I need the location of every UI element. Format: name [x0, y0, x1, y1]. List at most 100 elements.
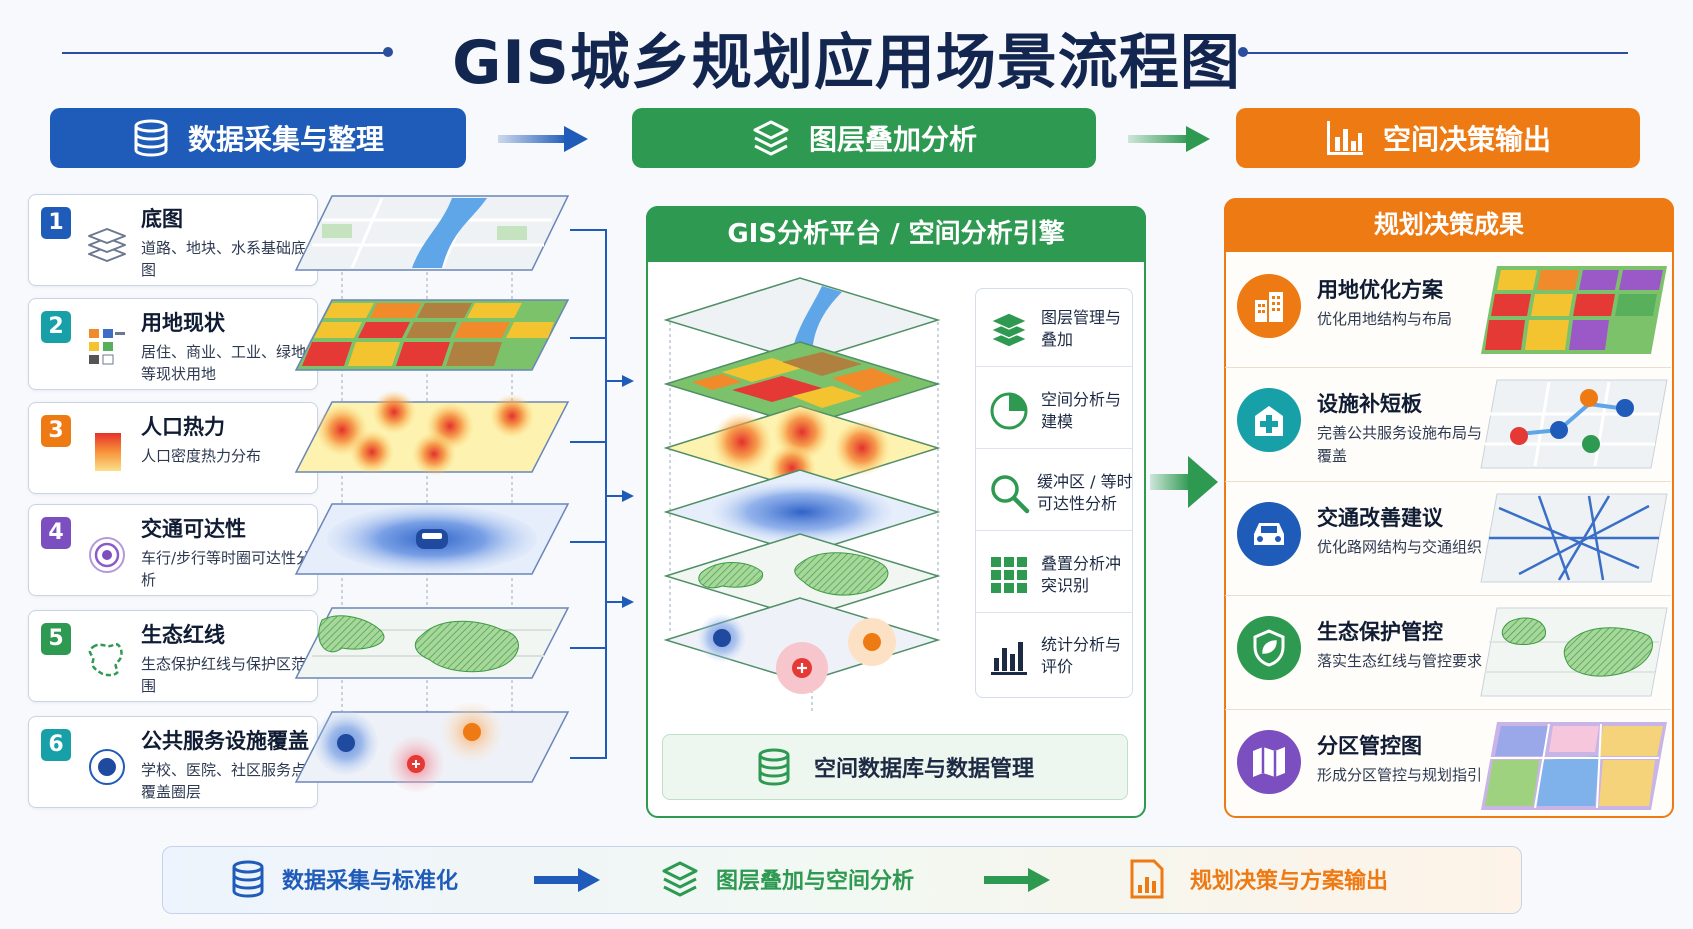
database-icon [134, 119, 168, 157]
layer-desc: 学校、医院、社区服务点覆盖圈层 [141, 761, 307, 801]
land-use-thumbnail [1481, 266, 1667, 354]
layer-number: 1 [41, 207, 71, 239]
bar-chart-icon [1326, 121, 1363, 155]
arrow-right-icon [1128, 126, 1210, 152]
stage-label: 数据采集与整理 [187, 123, 384, 156]
layer-card-eco-redline: 5 生态红线 生态保护红线与保护区范围 [28, 610, 318, 702]
layer-desc: 生态保护红线与保护区范围 [141, 655, 307, 695]
stage-data-collection: 数据采集与整理 [50, 108, 466, 168]
arrow-right-icon [498, 126, 588, 152]
building-icon [1237, 274, 1301, 338]
result-land-optimization: 用地优化方案 优化用地结构与布局 [1225, 254, 1671, 368]
magnifier-icon [991, 475, 1030, 514]
layer-title: 公共服务设施覆盖 [141, 729, 309, 753]
stage-label: 空间决策输出 [1382, 123, 1551, 156]
layer-card-land-use: 2 用地现状 居住、商业、工业、绿地等现状用地 [28, 298, 318, 390]
tool-buffer-analysis[interactable]: 缓冲区 / 等时可达性分析 [975, 456, 1133, 531]
database-icon [232, 860, 264, 898]
eco-thumbnail [1480, 607, 1668, 697]
result-desc: 优化路网结构与交通组织 [1317, 538, 1483, 556]
flow-step-label: 数据采集与标准化 [282, 869, 459, 894]
report-icon [1130, 859, 1164, 899]
result-title: 分区管控图 [1317, 734, 1422, 758]
result-desc: 完善公共服务设施布局与覆盖 [1317, 424, 1483, 465]
flow-step-data: 数据采集与标准化 [230, 859, 458, 899]
layer-card-basemap: 1 底图 道路、地块、水系基础底图 [28, 194, 318, 286]
tool-layer-management[interactable]: 图层管理与叠加 [975, 292, 1133, 367]
layer-card-public-service: 6 公共服务设施覆盖 学校、医院、社区服务点覆盖圈层 [28, 716, 318, 808]
result-title: 生态保护管控 [1317, 620, 1443, 644]
layer-map-stack [294, 195, 570, 792]
layers-icon [990, 312, 1028, 348]
layers-icon [662, 861, 698, 897]
arrow-right-icon [1150, 456, 1218, 508]
heat-gradient-icon [95, 433, 121, 471]
analysis-tools-box [975, 288, 1133, 698]
layer-number: 6 [41, 729, 71, 761]
layer-title: 交通可达性 [141, 517, 246, 541]
shield-leaf-icon [1237, 616, 1301, 680]
database-label: 空间数据库与数据管理 [813, 757, 1034, 782]
layer-title: 生态红线 [141, 623, 225, 647]
layer-title: 用地现状 [141, 311, 225, 335]
flow-step-analysis: 图层叠加与空间分析 [660, 859, 914, 899]
stage-decision-output: 空间决策输出 [1236, 108, 1640, 168]
result-desc: 落实生态红线与管控要求 [1317, 652, 1483, 670]
flow-step-output: 规划决策与方案输出 [1128, 859, 1388, 899]
center-layer-stack [663, 277, 941, 712]
layer-number: 3 [41, 415, 71, 447]
title-rule-left-dot [383, 47, 393, 57]
target-icon [89, 537, 125, 573]
tool-label: 叠置分析冲突识别 [1041, 554, 1122, 595]
tool-overlay-conflict[interactable]: 叠置分析冲突识别 [975, 538, 1133, 613]
layer-number: 5 [41, 623, 71, 655]
eco-boundary-icon [88, 642, 123, 677]
title-rule-right [1244, 52, 1628, 54]
result-zoning-map: 分区管控图 形成分区管控与规划指引 [1225, 710, 1671, 824]
result-title: 用地优化方案 [1317, 278, 1443, 302]
flow-step-label: 图层叠加与空间分析 [716, 869, 915, 894]
map-icon [1237, 730, 1301, 794]
road-network-thumbnail [1480, 493, 1668, 583]
zoning-thumbnail [1481, 722, 1667, 810]
result-traffic-improvement: 交通改善建议 优化路网结构与交通组织 [1225, 482, 1671, 596]
result-desc: 优化用地结构与布局 [1317, 310, 1453, 328]
bottom-flow-bar [162, 846, 1522, 914]
grid-icon [991, 557, 1027, 593]
layer-card-population-heat: 3 人口热力 人口密度热力分布 [28, 402, 318, 494]
layer-title: 底图 [141, 207, 183, 231]
pie-chart-icon [990, 392, 1028, 430]
tool-statistics[interactable]: 统计分析与评价 [975, 618, 1133, 693]
layer-desc: 人口密度热力分布 [141, 447, 262, 465]
hospital-icon [1237, 388, 1301, 452]
layers-icon [753, 120, 789, 156]
tool-label: 统计分析与评价 [1041, 634, 1122, 676]
facility-thumbnail [1480, 379, 1668, 469]
spatial-database: 空间数据库与数据管理 [662, 734, 1128, 800]
layer-card-traffic-access: 4 交通可达性 车行/步行等时圈可达性分析 [28, 504, 318, 596]
layer-title: 人口热力 [141, 415, 225, 439]
flow-step-label: 规划决策与方案输出 [1190, 869, 1389, 894]
tool-label: 图层管理与叠加 [1041, 308, 1122, 349]
tool-spatial-modeling[interactable]: 空间分析与建模 [975, 374, 1133, 449]
title-rule-left [62, 52, 388, 54]
result-facility-gap: 设施补短板 完善公共服务设施布局与覆盖 [1225, 368, 1671, 482]
results-title: 规划决策成果 [1224, 198, 1674, 252]
result-desc: 形成分区管控与规划指引 [1317, 766, 1483, 784]
arrow-right-icon [984, 868, 1050, 892]
layer-desc: 居住、商业、工业、绿地等现状用地 [141, 343, 307, 383]
gis-platform-title: GIS分析平台 / 空间分析引擎 [646, 206, 1146, 262]
result-title: 设施补短板 [1317, 392, 1422, 416]
database-icon [758, 748, 790, 786]
bar-chart-icon [991, 641, 1027, 675]
layer-number: 2 [41, 311, 71, 343]
arrow-right-icon [534, 868, 600, 892]
land-use-legend-icon [89, 329, 125, 365]
point-buffer-icon [89, 749, 125, 785]
layer-desc: 车行/步行等时圈可达性分析 [141, 549, 312, 589]
tool-label: 空间分析与建模 [1041, 390, 1122, 431]
stage-label: 图层叠加分析 [808, 123, 977, 156]
stage-layer-overlay: 图层叠加分析 [632, 108, 1096, 168]
result-title: 交通改善建议 [1317, 506, 1443, 530]
layer-number: 4 [41, 517, 71, 549]
